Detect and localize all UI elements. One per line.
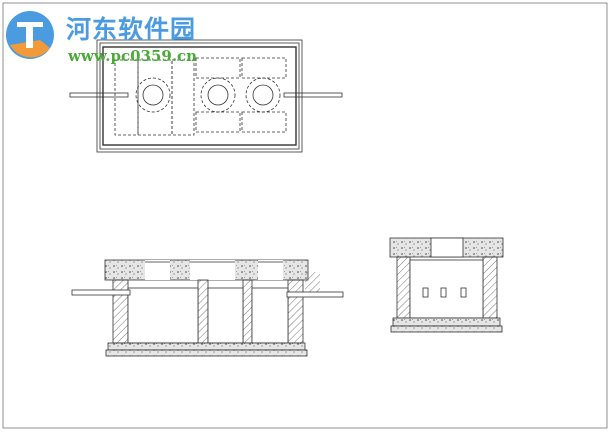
watermark-logo <box>6 11 54 59</box>
cross-section <box>389 237 504 333</box>
plan-view <box>69 39 343 153</box>
watermark-url: www.pc0359.cn <box>68 47 198 65</box>
longitudinal-section <box>71 259 344 357</box>
watermark-title: 河东软件园 <box>66 15 197 44</box>
